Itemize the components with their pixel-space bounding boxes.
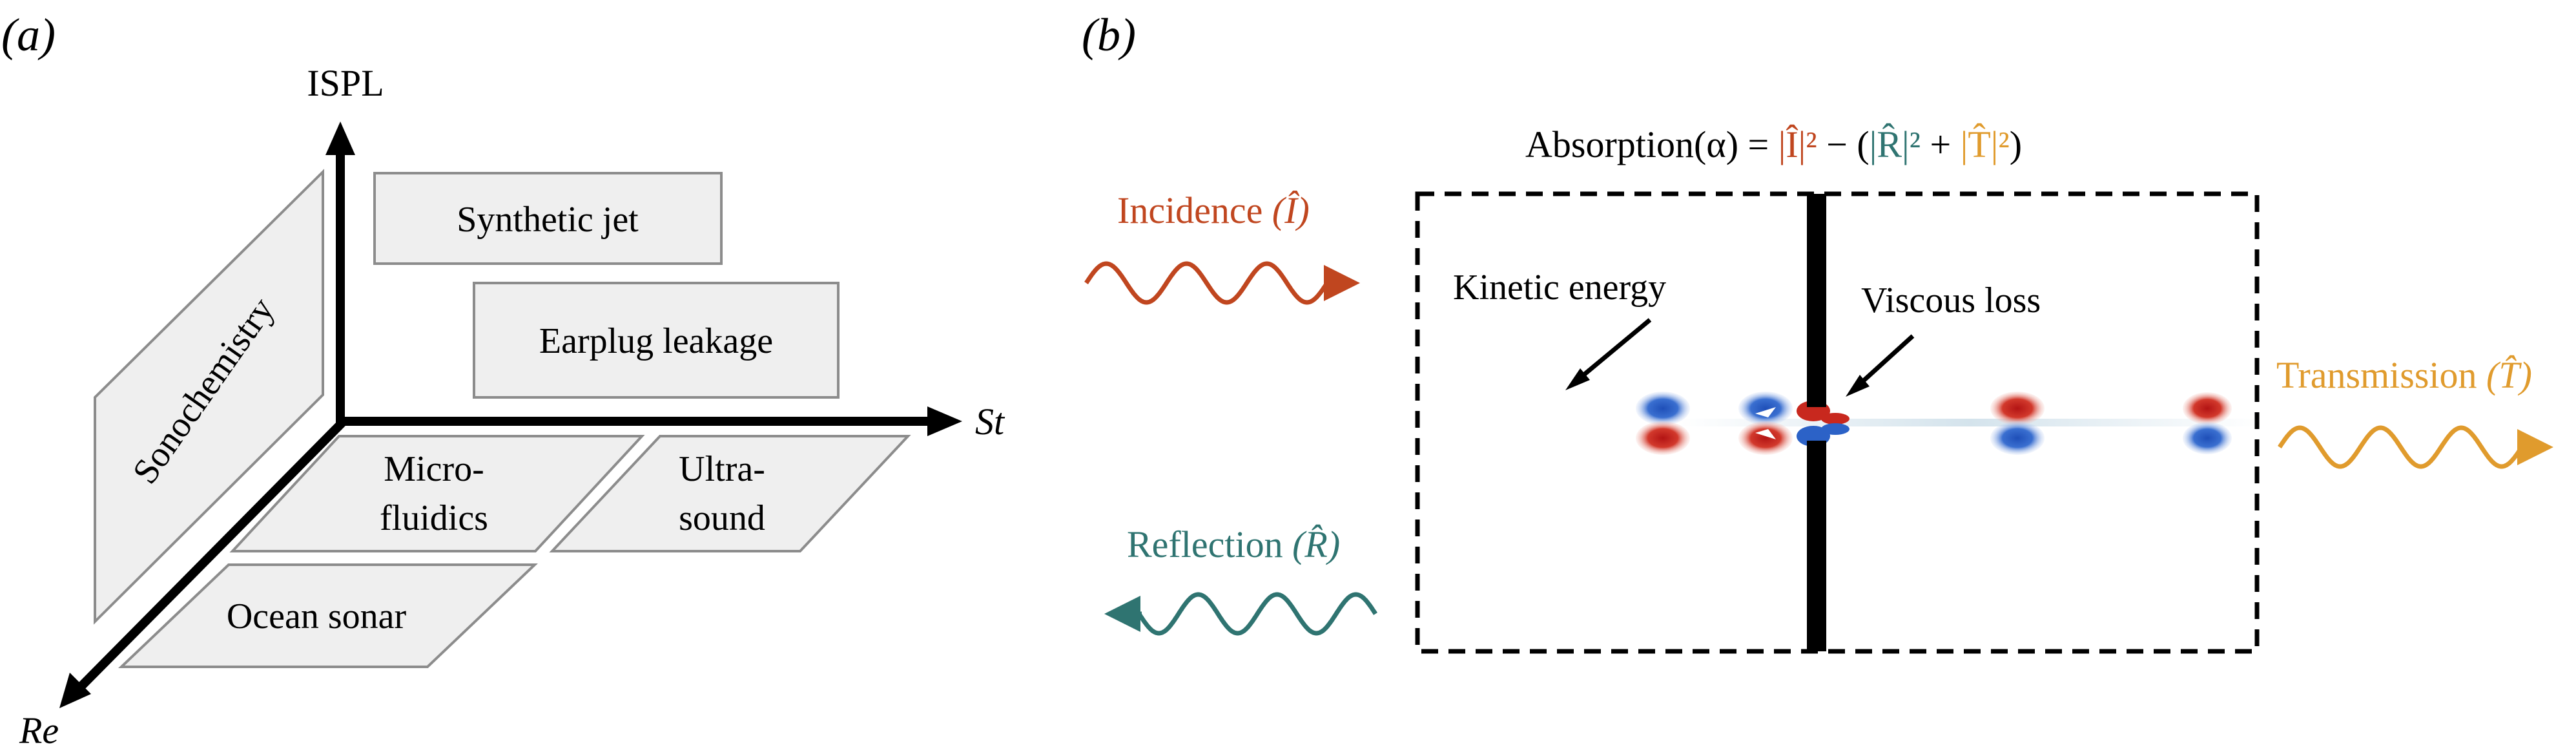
transmission-wave [2278,425,2524,469]
reflection-label: Reflection (R̂) [1127,523,1340,565]
vortex-blue [1738,392,1793,425]
incidence-symbol: (Î) [1272,189,1310,231]
kinetic-energy-label: Kinetic energy [1453,268,1666,308]
vortex-blue [1636,392,1690,425]
panel-b-label: (b) [1082,9,1136,61]
reflection-symbol: (R̂) [1292,523,1340,565]
equation-minus: − ( [1817,123,1870,165]
vortex-blue [1821,423,1850,435]
re-axis [73,418,347,695]
vortex-highlight [1755,429,1776,439]
sonochemistry-plane [94,169,324,625]
viscous-loss-arrowhead [1846,375,1870,397]
incidence-word: Incidence [1117,189,1272,231]
vortex-pair-3 [1990,392,2045,455]
equation-close: ) [2010,123,2022,165]
vortex-pair-4 [2183,392,2232,454]
panel-a-label: (a) [1,9,56,61]
reflection-word: Reflection [1127,523,1292,565]
equation-reflection-term: |R̂|² [1870,123,1921,165]
transmission-label: Transmission (T̂) [2276,354,2532,396]
transmission-symbol: (T̂) [2486,354,2532,396]
vortex-red [1738,421,1793,455]
earplug-leakage-label: Earplug leakage [539,321,773,361]
plate-lower [1807,441,1826,651]
absorption-equation: Absorption(α) = |Î|² − (|R̂|² + |T̂|²) [1525,123,2022,165]
vortex-blue [1990,421,2045,455]
equation-transmission-term: |T̂|² [1961,123,2010,165]
vortex-red [2183,392,2232,425]
st-axis-label: St [975,401,1005,443]
kinetic-energy-arrowhead [1565,368,1590,390]
ultrasound-label-line1: Ultra- [679,449,765,489]
vortex-red [1990,392,2045,425]
ispl-axis-arrowhead [325,121,355,155]
plate-upper [1807,194,1826,407]
vortex-pair-2 [1738,392,1793,455]
re-axis-label: Re [19,709,59,751]
vortex-red [1821,413,1850,425]
incidence-wave [1084,261,1329,305]
equation-incidence-term: |Î|² [1778,123,1817,165]
kinetic-energy-arrow [1576,318,1652,382]
ultrasound-plane [549,435,911,552]
ocean-sonar-label: Ocean sonar [227,596,407,636]
viscous-loss-label: Viscous loss [1861,280,2041,320]
incidence-label: Incidence (Î) [1117,189,1310,231]
ultrasound-label-line2: sound [679,498,765,538]
microfluidics-label-line1: Micro- [384,449,484,489]
vortex-pair-1 [1636,392,1690,455]
vortex-highlight [1755,407,1776,417]
equation-plus: + [1921,123,1961,165]
microfluidics-plane [229,435,645,552]
transmission-word: Transmission [2276,354,2486,396]
synthetic-jet-box [373,172,723,265]
synthetic-jet-label: Synthetic jet [457,200,639,240]
microfluidics-label-line2: fluidics [380,498,488,538]
ispl-axis-label: ISPL [307,62,384,104]
equation-lhs: Absorption(α) = [1525,123,1778,165]
earplug-leakage-box [473,282,840,399]
ocean-sonar-plane [118,563,539,668]
vortex-blue [2183,422,2232,454]
re-axis-arrowhead [59,673,91,708]
reflection-wave [1137,592,1377,636]
vortex-red [1636,421,1690,455]
viscous-loss-arrow [1856,334,1915,388]
st-axis-arrowhead [927,406,962,436]
